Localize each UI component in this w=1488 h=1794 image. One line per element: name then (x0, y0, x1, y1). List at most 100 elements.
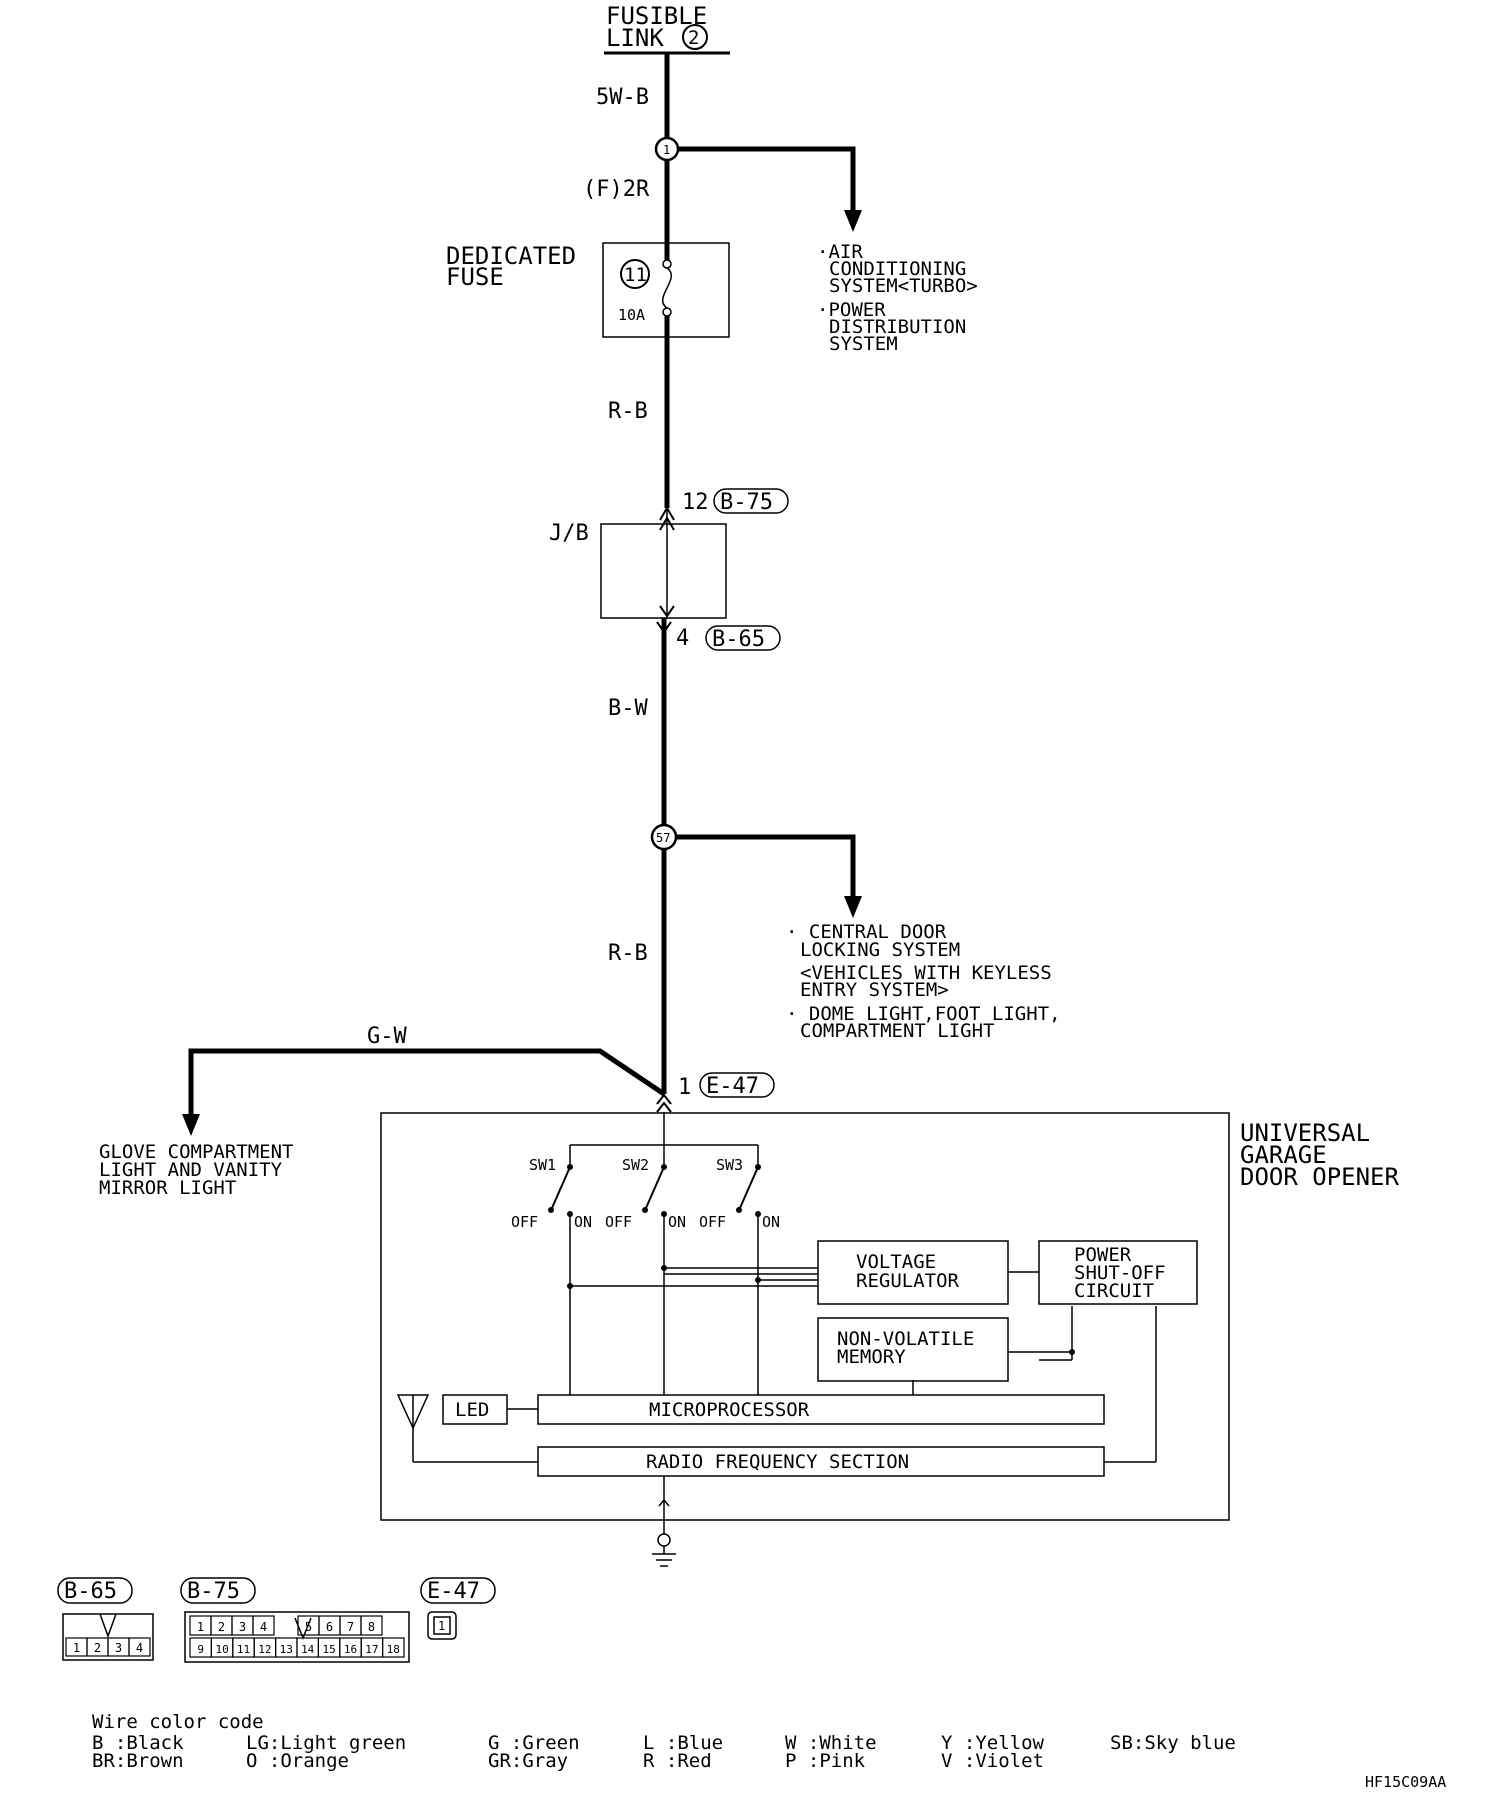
destination-text: · CENTRAL DOOR (786, 921, 947, 943)
wire-color-label: 5W-B (596, 85, 649, 110)
switch-off-label: OFF (699, 1213, 726, 1231)
splice-57: 57 (650, 823, 862, 918)
connector-badge (705, 625, 781, 651)
destination-text: ·AIR (817, 241, 863, 263)
branch-arrow-icon (844, 896, 862, 918)
legend-item: P :Pink (785, 1750, 866, 1772)
fuse-label: DEDICATED (446, 242, 576, 270)
switch-off-label: OFF (605, 1213, 632, 1231)
legend-item: LG:Light green (246, 1732, 406, 1754)
pin-number: 5 (305, 1620, 312, 1634)
pin-cell (252, 1615, 275, 1636)
pin-number: 6 (326, 1620, 333, 1634)
wire-color-label: B-W (608, 696, 648, 721)
pin-number: 11 (237, 1643, 250, 1656)
splice-number: 57 (656, 831, 670, 845)
fuse-label-2: FUSE (446, 263, 504, 291)
pin-number: 2 (218, 1620, 225, 1634)
main-wire (661, 53, 670, 1094)
destination-text: LIGHT AND VANITY (99, 1159, 283, 1181)
destination-text: DISTRIBUTION (829, 316, 966, 338)
connector-id: E-47 (706, 1074, 759, 1099)
branch-wire (188, 1048, 666, 1116)
connector-e47: E-47 1 (420, 1577, 496, 1640)
dedicated-fuse: DEDICATED FUSE 11 10A (446, 242, 730, 338)
switch-sw2: SW2 OFF ON (605, 1156, 686, 1231)
fusible-link-number-circle (682, 24, 708, 50)
connector-id: E-47 (427, 1579, 480, 1604)
junction-block: 12 B-75 J/B 4 B-65 (549, 488, 789, 652)
opener-box (380, 1112, 1230, 1521)
branch-wire (676, 834, 856, 898)
pin-number: 18 (387, 1643, 400, 1656)
pin-number: 16 (344, 1643, 357, 1656)
pin-cell (128, 1637, 151, 1657)
legend-item: R :Red (643, 1750, 712, 1772)
wire-color-label: R-B (608, 399, 648, 424)
fuse-box (602, 242, 730, 338)
wire-color-label: R-B (608, 941, 648, 966)
opener-title: GARAGE (1240, 1141, 1327, 1169)
fuse-terminal (662, 307, 672, 317)
fusible-link-label-2: LINK (606, 24, 664, 52)
opener-connector: 1 E-47 (656, 1072, 775, 1113)
destination-text: LOCKING SYSTEM (800, 939, 960, 961)
pin-cell (360, 1615, 383, 1636)
ground-icon (652, 1498, 676, 1567)
wire-color-label: G-W (367, 1024, 407, 1049)
connector-pin: 12 (682, 490, 709, 515)
switch-on-label: ON (668, 1213, 686, 1231)
block-label: VOLTAGE (856, 1251, 936, 1273)
switch-on-label: ON (762, 1213, 780, 1231)
fuse-element-icon (661, 267, 673, 309)
block-label: MEMORY (837, 1346, 906, 1368)
pin-number: 2 (94, 1641, 101, 1655)
legend-item: SB:Sky blue (1110, 1732, 1236, 1754)
pin-number: 1 (438, 1619, 445, 1633)
block-label: RADIO FREQUENCY SECTION (646, 1451, 909, 1473)
pin-number: 13 (280, 1643, 293, 1656)
splice-1: 1 (654, 136, 862, 232)
radio-frequency-section: RADIO FREQUENCY SECTION (537, 1446, 1105, 1477)
legend-item: BR:Brown (92, 1750, 184, 1772)
fuse-terminal (662, 259, 672, 269)
switch-label: SW3 (716, 1156, 743, 1174)
non-volatile-memory: NON-VOLATILE MEMORY (817, 1317, 1009, 1382)
splice-number: 1 (663, 143, 670, 157)
legend-item: Y :Yellow (941, 1732, 1045, 1754)
branch-arrow-icon (844, 210, 862, 232)
connector-pin: 4 (676, 626, 689, 651)
legend-item: G :Green (488, 1732, 580, 1754)
wire-color-label: (F)2R (583, 177, 650, 202)
block-label: CIRCUIT (1074, 1280, 1154, 1302)
pin-number: 8 (368, 1620, 375, 1634)
fuse-rating: 10A (618, 306, 645, 324)
fusible-link-number: 2 (688, 27, 699, 49)
destination-text: <VEHICLES WITH KEYLESS (800, 962, 1052, 984)
connector-id: B-75 (720, 490, 773, 515)
pin-number: 4 (136, 1641, 143, 1655)
connector-chevron-icon (656, 1101, 672, 1113)
destination-text: ·POWER (817, 299, 886, 321)
junction-label: J/B (549, 521, 589, 546)
connector-chevron-icon (659, 516, 675, 531)
internal-wiring (412, 1214, 1157, 1520)
junction-box (600, 523, 727, 619)
pin-cell (382, 1637, 405, 1658)
legend-item: B :Black (92, 1732, 184, 1754)
switch-off-label: OFF (511, 1213, 538, 1231)
opener-title: DOOR OPENER (1240, 1163, 1399, 1191)
block-label: SHUT-OFF (1074, 1262, 1166, 1284)
legend-item: W :White (785, 1732, 877, 1754)
block-label: NON-VOLATILE (837, 1328, 974, 1350)
connector-id: B-65 (64, 1579, 117, 1604)
switch-label: SW1 (529, 1156, 556, 1174)
pin-number: 14 (301, 1643, 315, 1656)
destination-text: · DOME LIGHT,FOOT LIGHT, (786, 1003, 1061, 1025)
pin-number: 9 (197, 1643, 204, 1656)
block-label: LED (455, 1399, 489, 1421)
pin-number: 4 (260, 1620, 267, 1634)
